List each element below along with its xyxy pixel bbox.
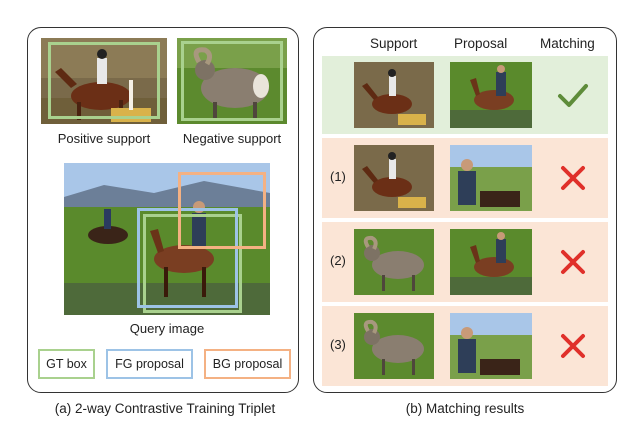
match-row-2: (2) xyxy=(322,222,608,302)
legend-fg-proposal-label: FG proposal xyxy=(115,357,184,371)
legend-fg-proposal: FG proposal xyxy=(106,349,193,379)
match-row-3: (3) xyxy=(322,306,608,386)
cross-icon xyxy=(561,250,585,274)
row-label: (1) xyxy=(330,169,346,184)
legend-bg-proposal: BG proposal xyxy=(204,349,291,379)
row-proposal-image xyxy=(450,229,532,295)
legend-gt-box: GT box xyxy=(38,349,95,379)
positive-support-gt-box xyxy=(48,42,160,119)
legend-bg-proposal-label: BG proposal xyxy=(212,357,283,371)
left-panel-caption: (a) 2-way Contrastive Training Triplet xyxy=(54,401,276,416)
row-support-image xyxy=(354,62,434,128)
check-icon xyxy=(558,84,588,107)
row-support-image xyxy=(354,145,434,211)
cross-icon xyxy=(561,166,585,190)
match-row-positive xyxy=(322,56,608,134)
negative-support-image xyxy=(177,38,287,124)
query-fg-proposal-box xyxy=(137,208,238,308)
query-bg-proposal-box xyxy=(178,172,266,249)
query-image-label: Query image xyxy=(129,321,205,336)
row-proposal-image xyxy=(450,62,532,128)
header-support: Support xyxy=(370,36,418,51)
row-support-image xyxy=(354,313,434,379)
row-proposal-image xyxy=(450,313,532,379)
query-image xyxy=(64,163,270,315)
negative-support-label: Negative support xyxy=(182,131,282,146)
positive-support-image xyxy=(41,38,167,124)
row-support-image xyxy=(354,229,434,295)
positive-support-label: Positive support xyxy=(57,131,151,146)
negative-support-gt-box xyxy=(181,41,283,121)
query-gt-box xyxy=(143,214,242,313)
header-proposal: Proposal xyxy=(454,36,508,51)
row-proposal-image xyxy=(450,145,532,211)
right-panel-caption: (b) Matching results xyxy=(405,401,525,416)
header-matching: Matching xyxy=(540,36,595,51)
match-row-1: (1) xyxy=(322,138,608,218)
row-label: (3) xyxy=(330,337,346,352)
cross-icon xyxy=(561,334,585,358)
legend-gt-box-label: GT box xyxy=(46,357,87,371)
row-label: (2) xyxy=(330,253,346,268)
